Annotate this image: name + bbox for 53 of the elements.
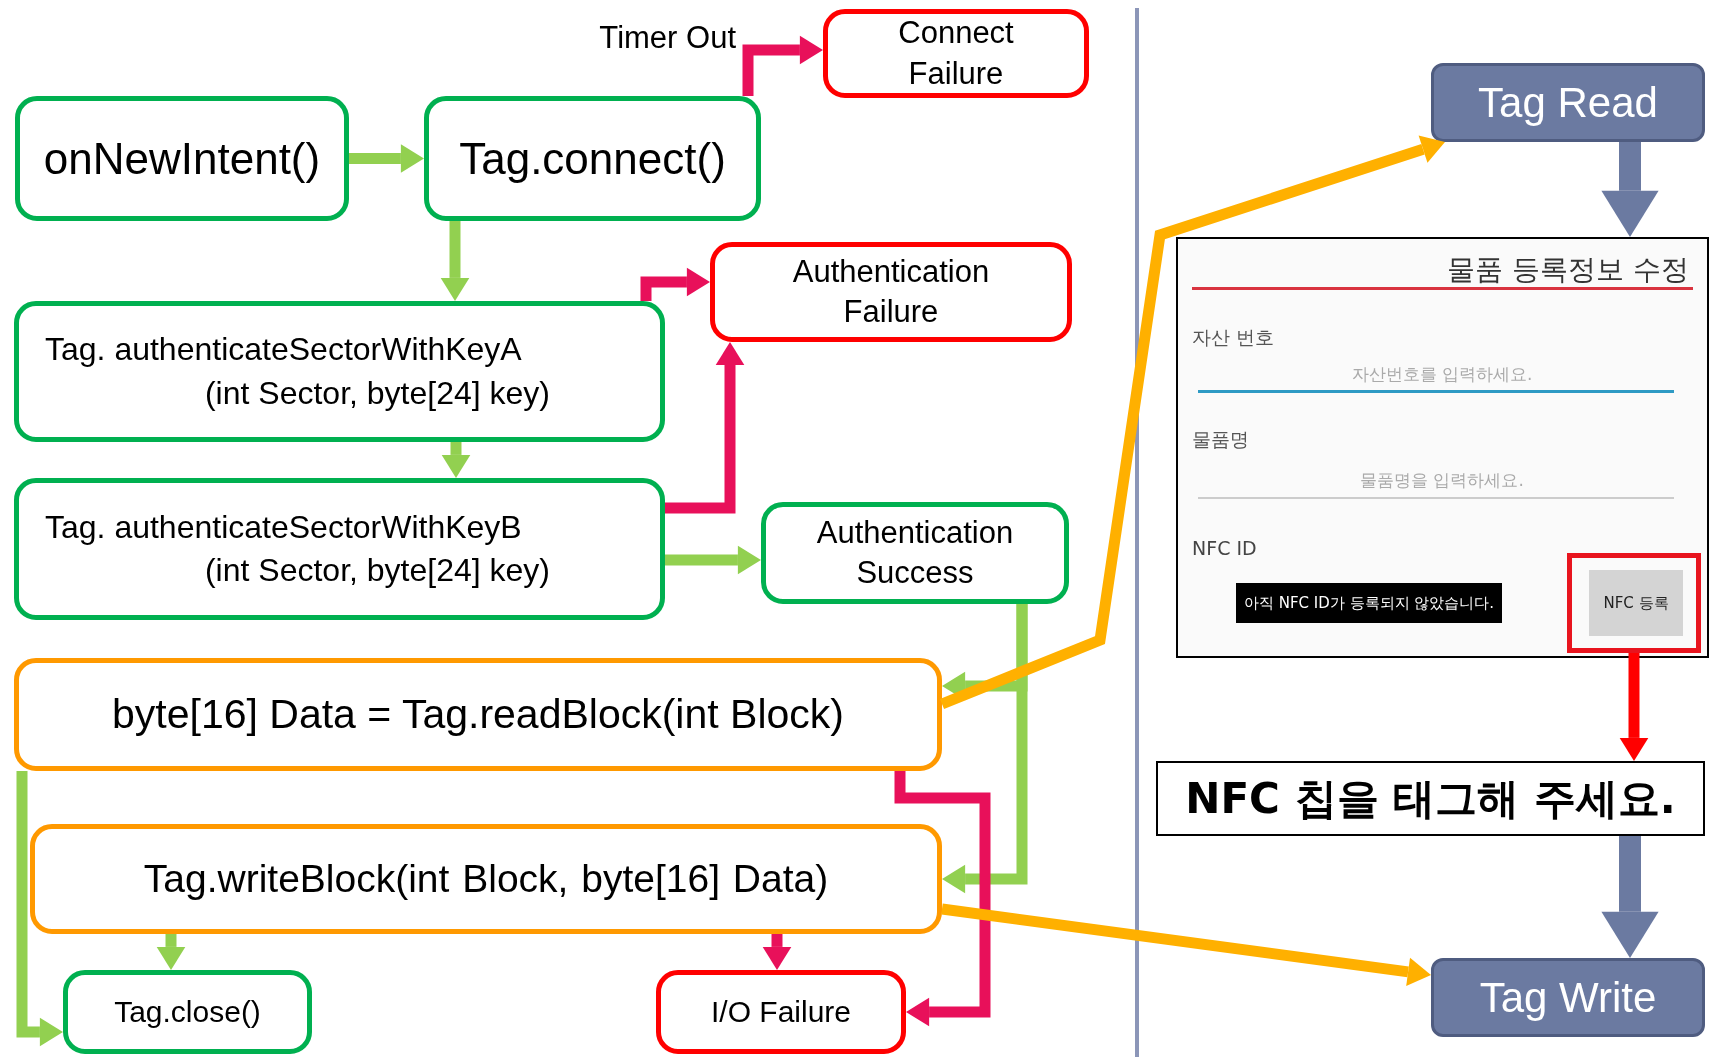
- process-box: [761, 502, 1069, 604]
- process-box: [63, 970, 312, 1054]
- step-box: [1431, 958, 1705, 1037]
- highlight-frame: [1567, 553, 1701, 653]
- node-label: Tag.writeBlock(int Block, byte[16] Data): [143, 857, 829, 901]
- process-box: [424, 96, 761, 221]
- process-box: [14, 478, 665, 620]
- node-label: Tag.connect(): [459, 133, 726, 184]
- node-label: Tag Read: [1478, 78, 1658, 127]
- arrow: [942, 604, 1028, 894]
- node-label: Authentication Success: [815, 513, 1015, 592]
- input-field: 자산번호를 입력하세요.: [1198, 359, 1674, 393]
- arrow: [640, 267, 710, 301]
- field-label: NFC ID: [1192, 537, 1257, 559]
- arrow: [894, 771, 991, 1027]
- node-label: Tag. authenticateSectorWithKeyA (int Sector, byte[24] key): [45, 330, 550, 413]
- process-box: [14, 301, 665, 442]
- arrow: [441, 442, 471, 478]
- process-box: [30, 824, 942, 934]
- message-box: [1156, 761, 1705, 836]
- arrow: [665, 342, 745, 514]
- arrow: [1619, 653, 1649, 761]
- node-label: onNewIntent(): [43, 133, 321, 184]
- failure-box: [656, 970, 906, 1054]
- field-label: 자산 번호: [1192, 325, 1275, 350]
- screen-title: 물품 등록정보 수정: [1447, 252, 1689, 288]
- arrow: [156, 934, 186, 970]
- nfc-register-button: NFC 등록: [1589, 570, 1683, 636]
- arrow: [939, 135, 1445, 710]
- failure-box: [823, 9, 1089, 98]
- node-label: I/O Failure: [710, 995, 851, 1029]
- failure-box: [710, 242, 1072, 342]
- arrow: [665, 545, 761, 575]
- toast-message: 아직 NFC ID가 등록되지 않았습니다.: [1236, 583, 1503, 623]
- process-box: [14, 658, 942, 771]
- node-label: Tag.close(): [114, 995, 261, 1029]
- step-box: [1431, 63, 1705, 142]
- process-box: [15, 96, 349, 221]
- node-label: byte[16] Data = Tag.readBlock(int Block): [112, 691, 844, 738]
- node-label: Connect Failure: [897, 14, 1015, 93]
- arrow: [440, 221, 470, 301]
- arrow: [1601, 836, 1659, 958]
- node-label: NFC 칩을 태그해 주세요.: [1185, 772, 1676, 825]
- arrow: [762, 934, 792, 970]
- node-label: Tag. authenticateSectorWithKeyB (int Sector, byte[24] key): [45, 507, 550, 590]
- input-field: 물품명을 입력하세요.: [1198, 465, 1674, 499]
- field-label: 물품명: [1192, 427, 1249, 452]
- arrow: [1601, 142, 1659, 237]
- node-label: Tag Write: [1479, 973, 1657, 1022]
- arrow: [16, 771, 63, 1047]
- node-label: Authentication Failure: [791, 252, 991, 331]
- arrow: [349, 144, 424, 173]
- app-screenshot: [1176, 237, 1709, 658]
